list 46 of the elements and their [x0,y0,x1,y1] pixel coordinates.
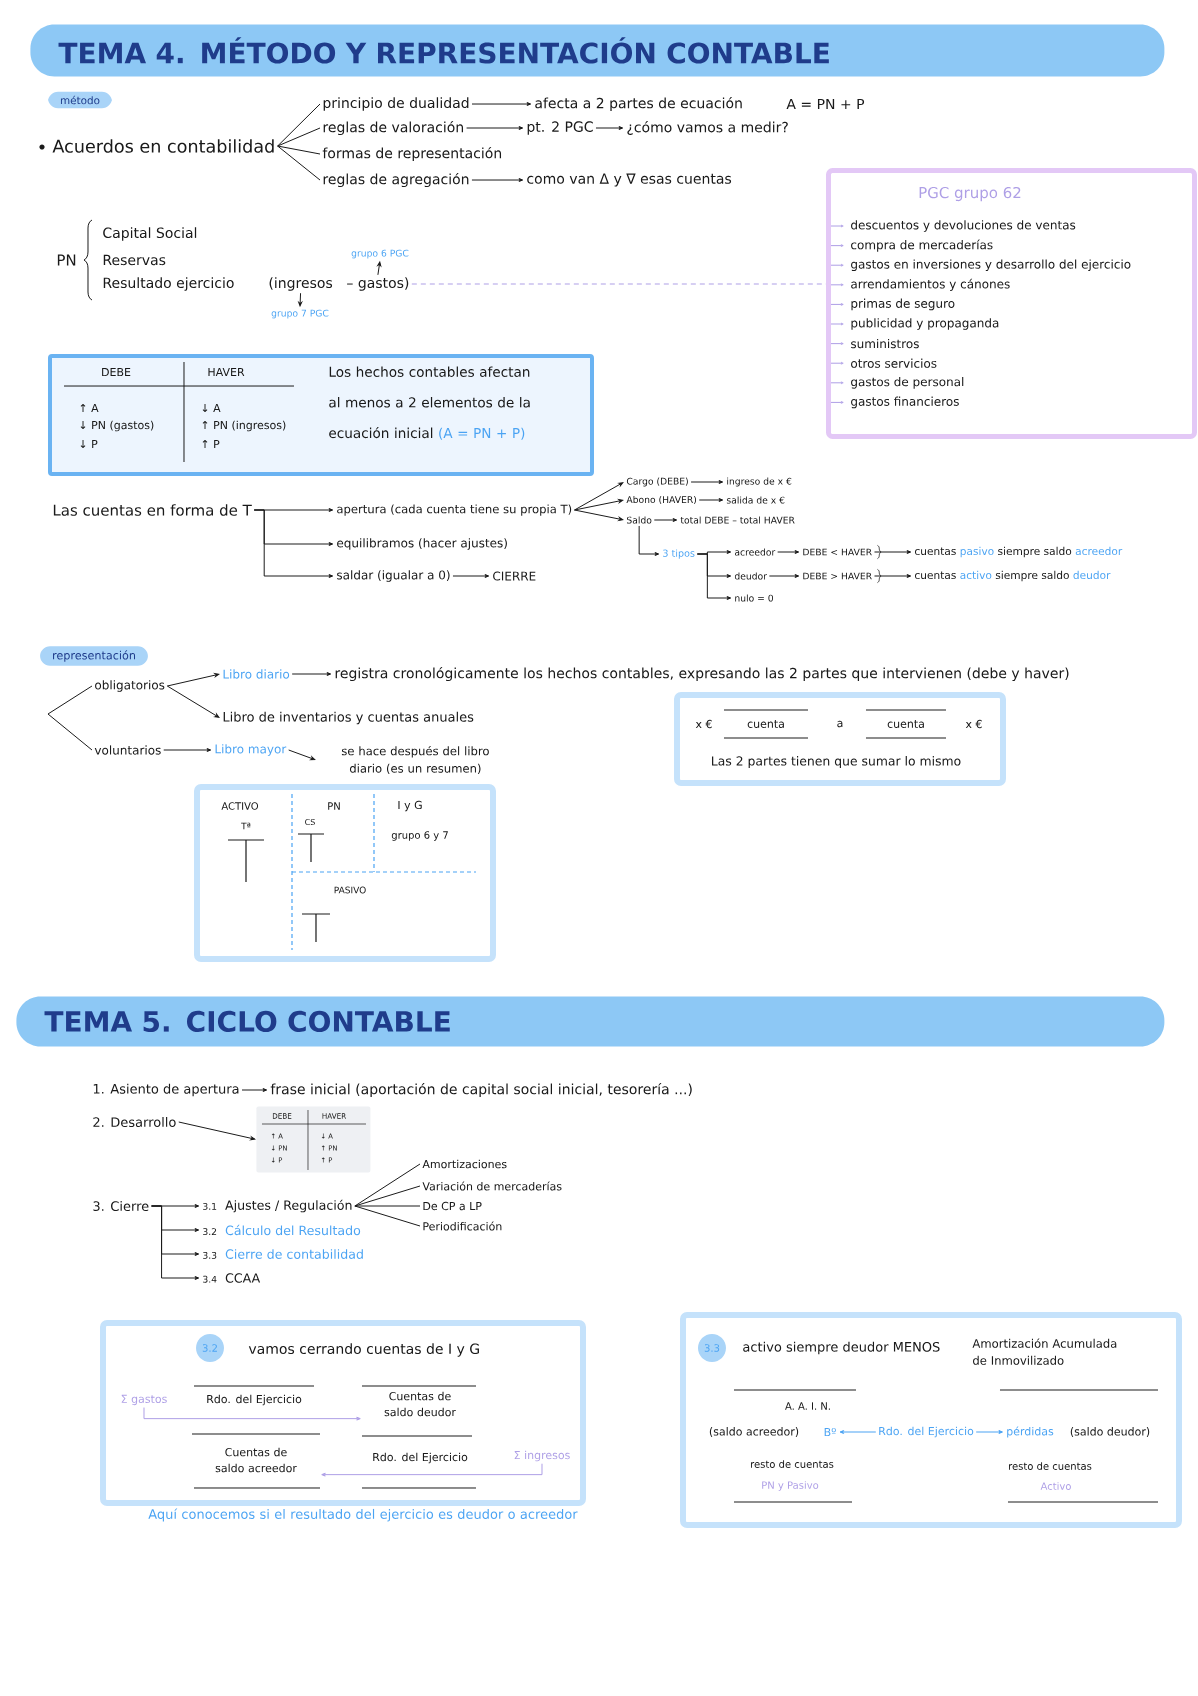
section-banner: TEMA 5. CICLO CONTABLE [16,996,1165,1047]
connector-line [277,145,321,181]
connector-line [47,685,93,715]
note-text: Acuerdos en contabilidad [52,139,274,153]
arrow [291,672,332,676]
arrow [288,749,316,761]
connector-line [354,1163,421,1207]
arrow [768,574,800,578]
arrow [466,126,524,130]
arrow [143,1407,361,1421]
arrow [471,102,532,106]
connector-line [277,127,321,147]
arrow [874,574,912,578]
arrow [166,673,220,687]
arrow [471,178,524,182]
connector-line [354,1205,421,1207]
arrow [874,550,912,554]
arrow [166,685,220,718]
arrow [151,1205,200,1280]
arrow [298,292,303,307]
arrow [178,1121,256,1141]
connector-line [277,103,321,147]
arrow [975,1430,1003,1434]
arrow [574,482,624,511]
arrow [241,1088,268,1092]
arrow [253,509,334,578]
arrow [377,261,382,276]
arrow [574,509,624,521]
arrow [777,550,800,554]
arrow [321,1463,543,1477]
connector-line [354,1185,421,1207]
section-banner: TEMA 4. MÉTODO Y REPRESENTACIÓN CONTABLE [30,24,1165,77]
arrow [452,574,490,578]
arrow [638,525,660,556]
arrow [696,553,732,600]
arrow [839,1430,877,1434]
arrow [690,480,724,484]
connector-line [277,145,321,155]
arrow [595,126,624,130]
arrow [698,498,724,502]
connector-line [354,1205,421,1227]
arrow [653,518,678,522]
arrow [574,499,624,511]
arrow [163,748,212,752]
connector-line [411,283,827,285]
connector-line [47,713,93,751]
